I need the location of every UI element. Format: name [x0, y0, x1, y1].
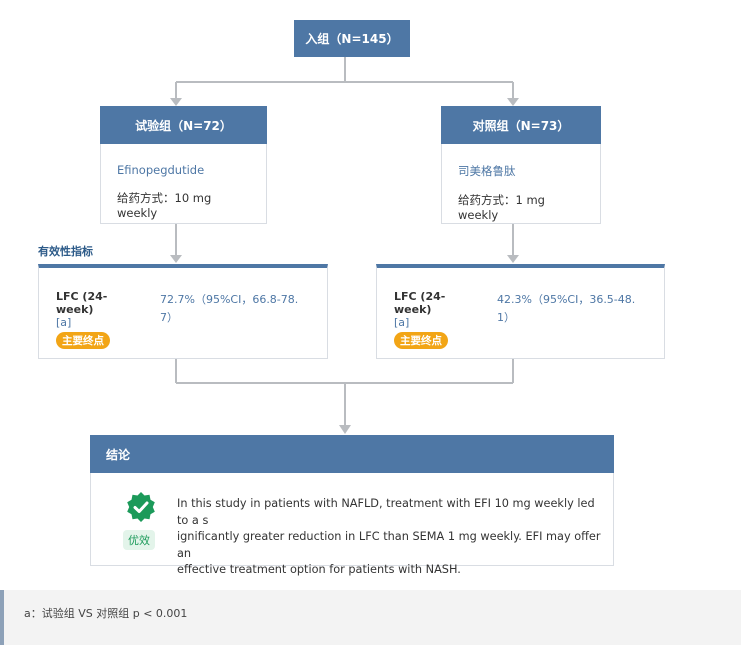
- outcome-card-experimental: LFC (24-week) [a] 主要终点 72.7%（95%CI，66.8-…: [38, 264, 328, 359]
- arrow-down-icon: [507, 98, 519, 106]
- primary-endpoint-badge: 主要终点: [394, 332, 448, 349]
- arrow-down-icon: [170, 255, 182, 263]
- arrow-down-icon: [507, 255, 519, 263]
- conclusion-card: 结论 优效 In this study in patients with NAF…: [90, 435, 614, 576]
- conclusion-title: 结论: [90, 435, 614, 473]
- verified-check-icon: [127, 492, 155, 522]
- enrollment-box: 入组（N=145）: [294, 20, 410, 57]
- outcome-value: 72.7%（95%CI，66.8-78. 7）: [160, 293, 299, 324]
- arm-drug-control: 司美格鲁肽: [458, 164, 516, 178]
- arm-card-experimental: 试验组（N=72） Efinopegdutide 给药方式：10 mg week…: [100, 106, 267, 224]
- conclusion-text: In this study in patients with NAFLD, tr…: [177, 497, 601, 576]
- outcome-metric-name: LFC (24-week): [56, 290, 108, 316]
- outcome-metric-name: LFC (24-week): [394, 290, 446, 316]
- outcome-value: 42.3%（95%CI，36.5-48. 1）: [497, 293, 636, 324]
- footnote-bar: a：试验组 VS 对照组 p < 0.001: [0, 590, 741, 645]
- arrow-down-icon: [170, 98, 182, 106]
- outcome-card-control: LFC (24-week) [a] 主要终点 42.3%（95%CI，36.5-…: [376, 264, 665, 359]
- arm-dose-control: 给药方式：1 mg weekly: [458, 193, 545, 222]
- arrow-down-icon: [339, 425, 351, 434]
- arm-title-experimental: 试验组（N=72）: [100, 106, 267, 144]
- arm-dose-experimental: 给药方式：10 mg weekly: [117, 191, 212, 220]
- enrollment-label: 入组（N=145）: [305, 32, 399, 46]
- outcome-footnote-ref[interactable]: [a]: [56, 316, 72, 329]
- efficacy-section-title: 有效性指标: [38, 245, 93, 258]
- footnote-text: a：试验组 VS 对照组 p < 0.001: [24, 607, 188, 620]
- arm-title-control: 对照组（N=73）: [441, 106, 601, 144]
- superiority-badge: 优效: [123, 530, 155, 550]
- outcome-footnote-ref[interactable]: [a]: [394, 316, 410, 329]
- arm-drug-experimental: Efinopegdutide: [117, 163, 205, 177]
- primary-endpoint-badge: 主要终点: [56, 332, 110, 349]
- arm-card-control: 对照组（N=73） 司美格鲁肽 给药方式：1 mg weekly: [441, 106, 601, 224]
